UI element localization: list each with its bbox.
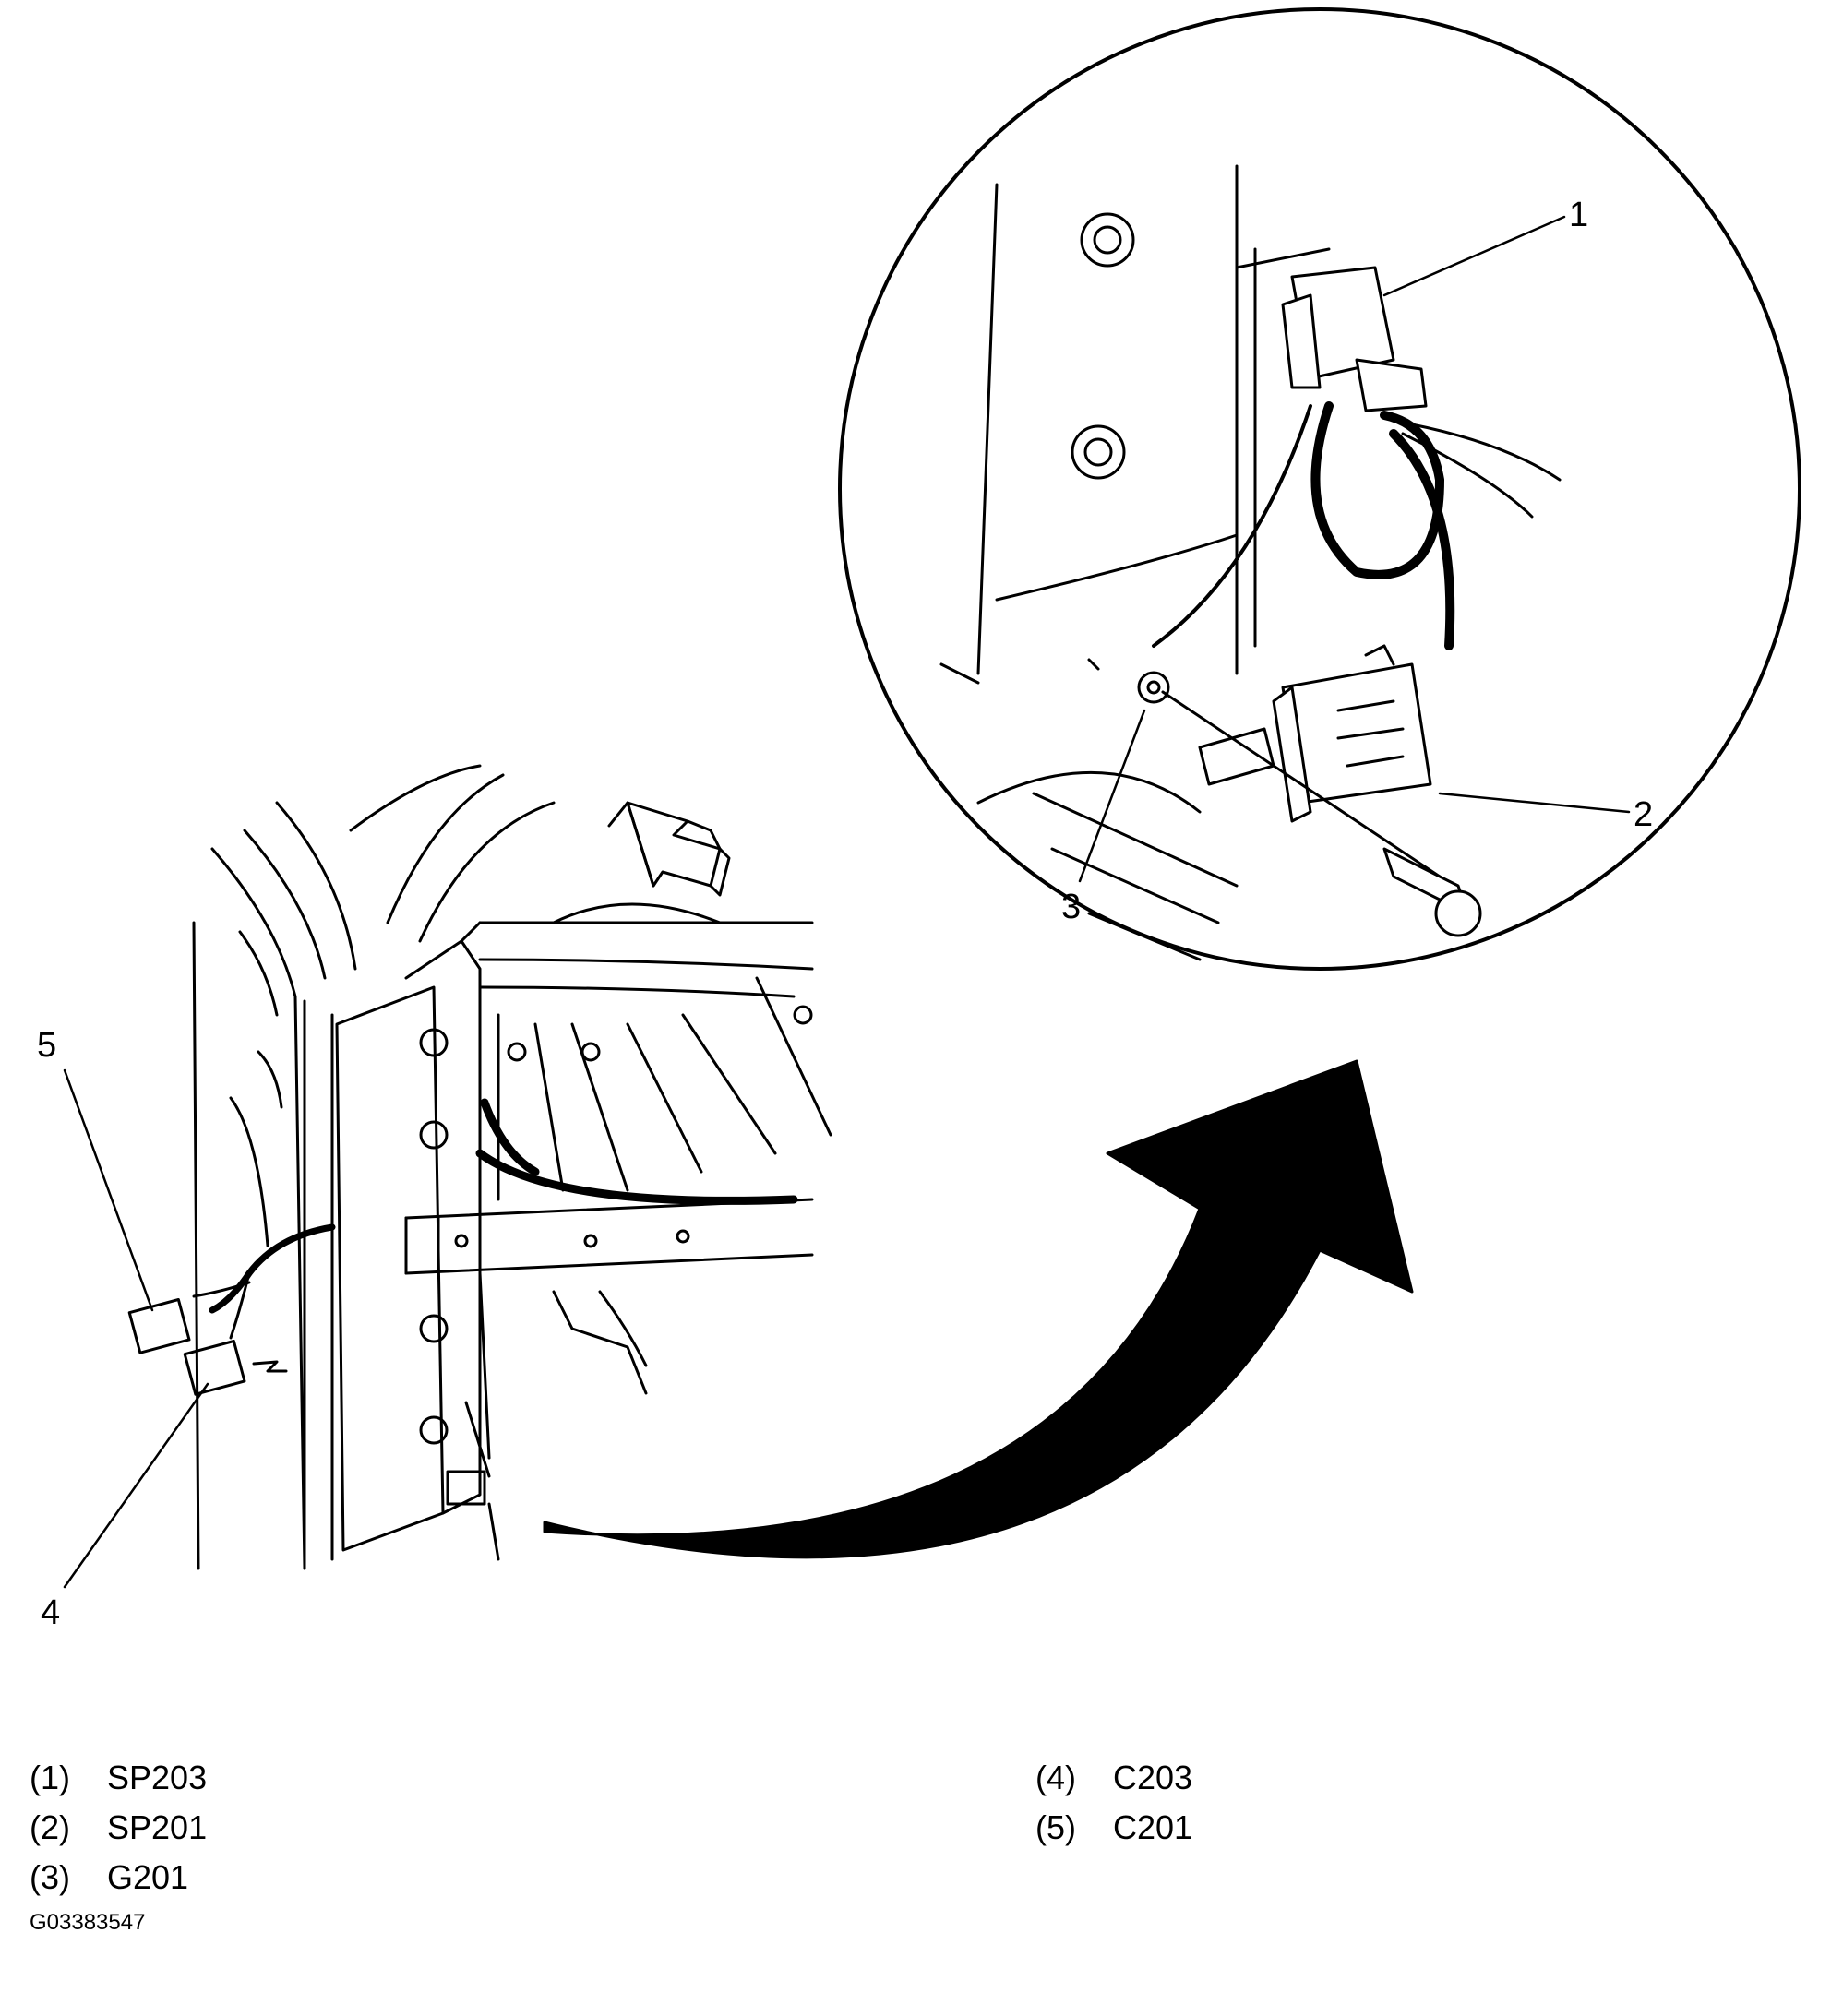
leader-lines [63,215,1631,1589]
callout-5: 5 [37,1026,56,1065]
callout-2: 2 [1634,795,1653,834]
legend-number: (1) [30,1759,70,1796]
detail-view-circle [838,7,1801,971]
legend-item: (5) C201 [1035,1803,1192,1853]
legend-number: (4) [1035,1759,1076,1796]
legend-item: (2) SP201 [30,1803,207,1853]
legend-number: (2) [30,1808,70,1846]
callout-1: 1 [1569,196,1588,234]
legend-label: G201 [107,1858,189,1896]
wiring-location-diagram: 1 2 3 4 5 [37,7,1801,1632]
legend-item: (3) G201 [30,1853,207,1903]
callout-4: 4 [41,1593,60,1632]
legend-column-right: (4) C203 (5) C201 [1035,1753,1192,1853]
figure-id: G03383547 [30,1910,146,1935]
callout-3: 3 [1061,888,1081,926]
legend-item: (1) SP203 [30,1753,207,1803]
legend-column-left: (1) SP203 (2) SP201 (3) G201 [30,1753,207,1903]
vehicle-structure-drawing [127,764,832,1570]
legend-label: SP201 [107,1808,208,1846]
legend-item: (4) C203 [1035,1753,1192,1803]
legend-number: (3) [30,1858,70,1896]
legend-label: SP203 [107,1759,208,1796]
curved-pointer-arrow [543,1059,1414,1559]
legend-label: C203 [1113,1759,1193,1796]
view-direction-arrow [607,801,731,897]
component-legend: (1) SP203 (2) SP201 (3) G201 (4) C203 (5… [30,1753,1820,1938]
legend-label: C201 [1113,1808,1193,1846]
legend-number: (5) [1035,1808,1076,1846]
